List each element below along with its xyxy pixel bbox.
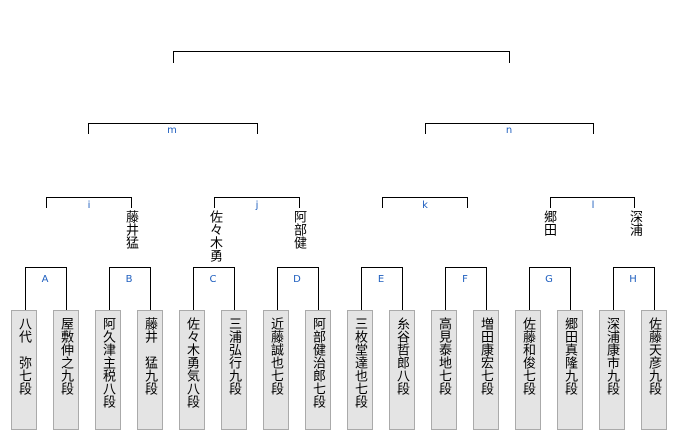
player-box: 藤井 猛九段 [137, 310, 163, 430]
match-label-a: A [37, 274, 53, 286]
first-round-connector [529, 267, 571, 310]
match-label-g: G [541, 274, 557, 286]
player-box: 三枚堂達也七段 [347, 310, 373, 430]
first-round-connector [613, 267, 655, 310]
player-box: 郷田真隆九段 [557, 310, 583, 430]
first-round-connector [25, 267, 67, 310]
first-round-connector [445, 267, 487, 310]
player-box: 糸谷哲郎八段 [389, 310, 415, 430]
match-label-d: D [289, 274, 305, 286]
first-round-connector [109, 267, 151, 310]
player-box: 三浦弘行九段 [221, 310, 247, 430]
player-box: 阿久津主税八段 [95, 310, 121, 430]
final-connector [173, 51, 510, 63]
second-round-connector [382, 197, 468, 208]
second-round-connector [550, 197, 635, 208]
match-label-n: n [501, 125, 517, 137]
match-label-b: B [121, 274, 137, 286]
match-label-k: k [417, 200, 433, 212]
player-box: 深浦康市九段 [599, 310, 625, 430]
first-round-connector [277, 267, 319, 310]
winner-l-left: 郷田 [541, 210, 556, 236]
winner-i-right: 藤井猛 [123, 210, 138, 249]
match-label-i: i [81, 200, 97, 212]
second-round-connector [214, 197, 300, 208]
player-box: 阿部健治郎七段 [305, 310, 331, 430]
player-box: 八代 弥七段 [11, 310, 37, 430]
match-label-c: C [205, 274, 221, 286]
match-label-j: j [249, 200, 265, 212]
first-round-connector [361, 267, 403, 310]
match-label-l: l [585, 200, 601, 212]
second-round-connector [46, 197, 132, 208]
winner-j-left: 佐々木勇 [207, 210, 222, 262]
first-round-connector [193, 267, 235, 310]
match-label-e: E [373, 274, 389, 286]
match-label-m: m [164, 125, 180, 137]
match-label-f: F [457, 274, 473, 286]
player-box: 増田康宏七段 [473, 310, 499, 430]
player-box: 近藤誠也七段 [263, 310, 289, 430]
player-box: 佐藤和俊七段 [515, 310, 541, 430]
player-box: 佐藤天彦九段 [641, 310, 667, 430]
player-box: 高見泰地七段 [431, 310, 457, 430]
winner-j-right: 阿部健 [291, 210, 306, 249]
semifinal-connector [88, 123, 258, 134]
player-box: 屋敷伸之九段 [53, 310, 79, 430]
semifinal-connector [425, 123, 594, 134]
player-box: 佐々木勇気八段 [179, 310, 205, 430]
winner-l-right: 深浦 [627, 210, 642, 236]
match-label-h: H [625, 274, 641, 286]
